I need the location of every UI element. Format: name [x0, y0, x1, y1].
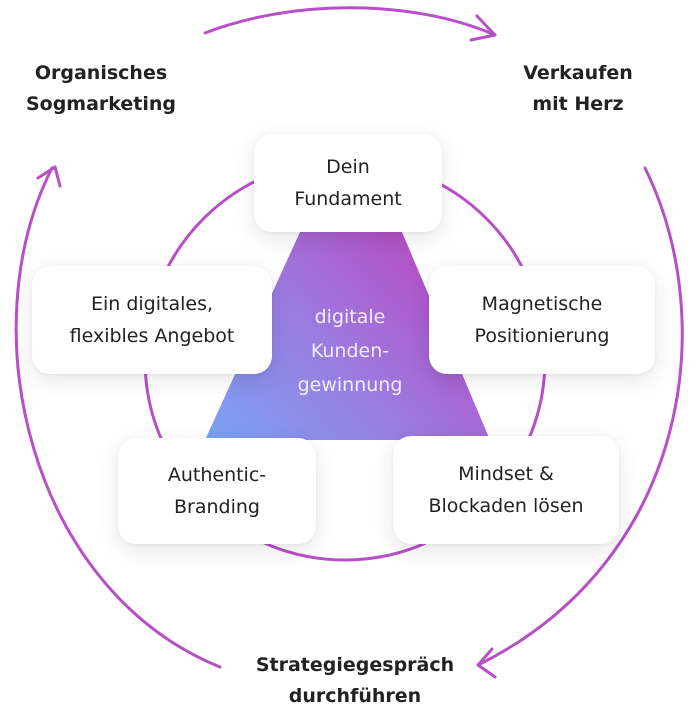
label-line: Organisches	[34, 62, 168, 84]
card-mindset-blockaden: Mindset & Blockaden lösen	[393, 436, 619, 544]
card-digitales-angebot: Ein digitales, flexibles Angebot	[32, 266, 272, 374]
arrow-bottom-up-left	[14, 166, 222, 669]
label-line: Verkaufen	[523, 62, 633, 84]
card-magnetische-positionierung: Magnetische Positionierung	[429, 266, 655, 374]
card-dein-fundament: Dein Fundament	[254, 134, 442, 232]
center-line: gewinnung	[297, 374, 403, 396]
card-line: flexibles Angebot	[69, 325, 235, 347]
card-line: Fundament	[294, 188, 402, 210]
label-organisches-sogmarketing: Organisches Sogmarketing	[26, 58, 176, 120]
center-label: digitale Kunden- gewinnung	[298, 300, 403, 402]
arrow-top-right	[203, 6, 497, 37]
card-line: Branding	[174, 496, 260, 518]
label-verkaufen-mit-herz: Verkaufen mit Herz	[523, 58, 633, 120]
center-line: digitale	[314, 306, 386, 328]
arrow-right-down	[476, 166, 684, 667]
card-line: Dein	[326, 156, 370, 178]
label-line: Strategiegespräch	[255, 654, 455, 676]
card-line: Authentic-	[167, 464, 267, 486]
label-line: durchführen	[288, 685, 422, 707]
card-line: Positionierung	[474, 325, 610, 347]
arrow-bottom-up-left-head	[36, 165, 62, 188]
arrow-right-down-head	[476, 647, 497, 679]
label-line: Sogmarketing	[25, 93, 177, 115]
label-strategiegespraech: Strategiegespräch durchführen	[256, 650, 454, 712]
card-line: Ein digitales,	[90, 293, 214, 315]
arrow-top-right-head	[469, 14, 497, 42]
card-line: Mindset &	[458, 463, 554, 485]
card-line: Blockaden lösen	[428, 495, 584, 517]
card-authentic-branding: Authentic- Branding	[118, 438, 316, 544]
label-line: mit Herz	[532, 93, 624, 115]
center-line: Kunden-	[310, 340, 390, 362]
card-line: Magnetische	[481, 293, 603, 315]
center-triangle	[205, 232, 490, 440]
